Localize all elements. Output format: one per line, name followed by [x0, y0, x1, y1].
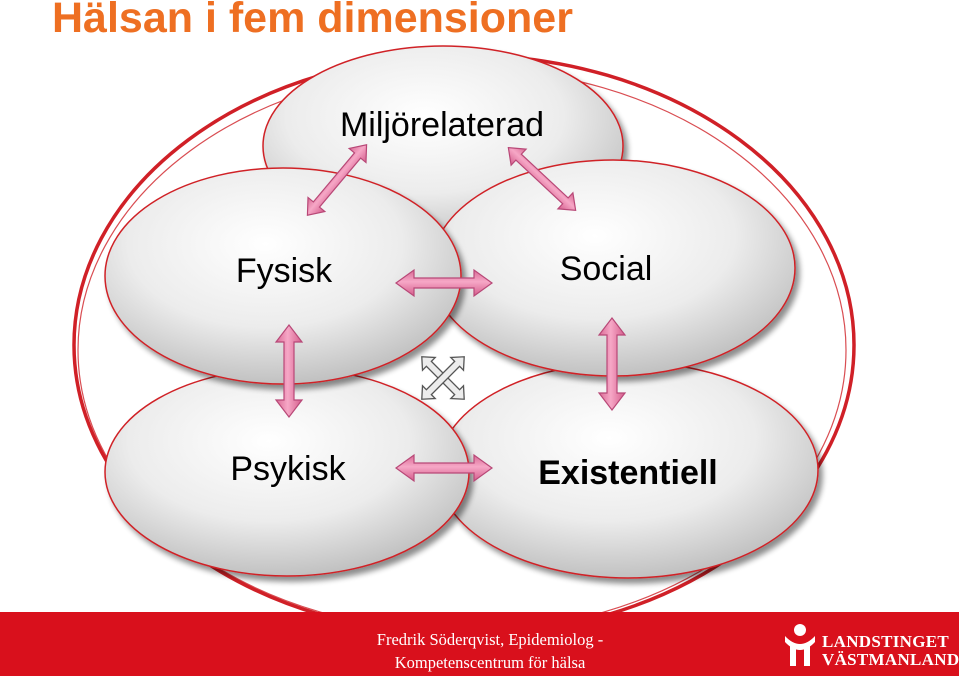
arrow-psykisk-existentiell — [394, 453, 494, 483]
label-miljorelaterad: Miljörelaterad — [340, 106, 544, 144]
label-social: Social — [560, 250, 653, 288]
logo-mark-icon — [785, 624, 815, 666]
label-existentiell: Existentiell — [538, 454, 718, 492]
logo-text-line-2: Västmanland — [822, 650, 959, 669]
page-title: Hälsan i fem dimensioner — [52, 0, 573, 42]
footer-line-1: Fredrik Söderqvist, Epidemiolog - — [376, 630, 604, 649]
bubble-fysisk — [104, 167, 462, 385]
arrow-social-existentiell — [597, 317, 627, 411]
arrow-miljo-social — [507, 146, 577, 212]
arrow-fysisk-social — [394, 268, 494, 298]
footer-line-2: Kompetenscentrum för hälsa — [394, 653, 586, 672]
arrow-fysisk-psykisk — [274, 324, 304, 418]
logo-text-line-1: Landstinget — [822, 632, 950, 651]
landstinget-logo: Landstinget Västmanland — [782, 620, 959, 672]
footer-bar: Fredrik Söderqvist, Epidemiolog - Kompet… — [0, 612, 959, 676]
arrow-fysisk-miljo — [306, 144, 368, 216]
arrow-cross-center — [421, 356, 465, 400]
label-fysisk: Fysisk — [236, 252, 333, 290]
footer-credit: Fredrik Söderqvist, Epidemiolog - Kompet… — [330, 628, 650, 674]
label-psykisk: Psykisk — [230, 450, 346, 488]
